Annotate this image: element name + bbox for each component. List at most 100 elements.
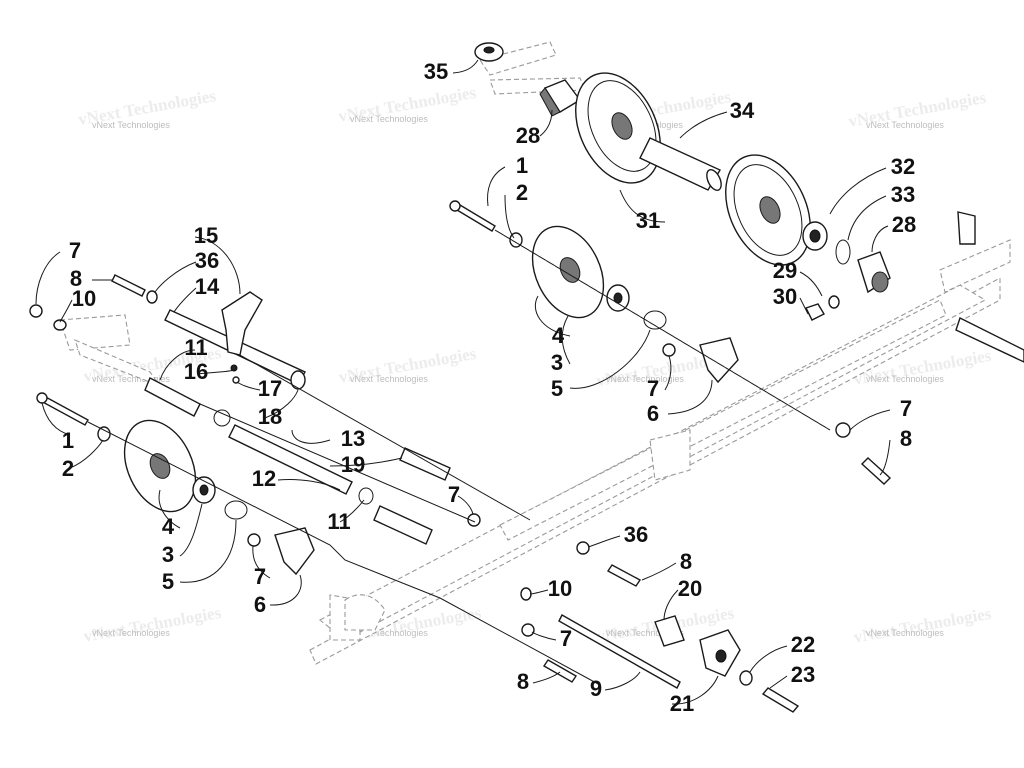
slide-rail-frame <box>59 41 1011 665</box>
watermark: vNext Technologies <box>350 628 428 638</box>
bolt-8-middle <box>606 564 642 587</box>
nut-7-lower <box>247 533 261 547</box>
washer-22 <box>739 670 753 686</box>
callout-18: 18 <box>258 404 282 429</box>
callout-8: 8 <box>517 669 529 694</box>
tube-11-lower <box>373 505 433 545</box>
watermark: vNext Technologies <box>606 628 684 638</box>
watermark: vNext Technologies <box>350 374 428 384</box>
nut-30 <box>805 303 825 321</box>
watermark-back: vNext Technologies <box>852 604 993 647</box>
callout-2: 2 <box>62 456 74 481</box>
watermark: vNext Technologies <box>92 628 170 638</box>
washer-10-left <box>53 319 67 331</box>
washer-29 <box>828 295 840 309</box>
callout-10: 10 <box>72 286 96 311</box>
tube-11-upper <box>144 377 201 417</box>
callout-7: 7 <box>560 626 572 651</box>
callout-numbers: 35 28 34 1 2 31 32 33 28 29 30 4 3 5 7 6… <box>62 59 916 716</box>
watermark: vNext Technologies <box>350 114 428 124</box>
callout-19: 19 <box>341 452 365 477</box>
callout-33: 33 <box>891 182 915 207</box>
callout-35: 35 <box>424 59 448 84</box>
watermark: vNext Technologies <box>866 628 944 638</box>
long-bolt-9 <box>558 614 681 689</box>
callout-23: 23 <box>791 662 815 687</box>
callout-3: 3 <box>162 542 174 567</box>
callout-4: 4 <box>162 514 175 539</box>
callout-16: 16 <box>184 359 208 384</box>
washer-2-lower <box>97 426 111 442</box>
callout-32: 32 <box>891 154 915 179</box>
callout-6: 6 <box>254 592 266 617</box>
nut-7-right <box>835 422 851 438</box>
callout-21: 21 <box>670 691 694 716</box>
callout-12: 12 <box>252 466 276 491</box>
rear-shaft <box>955 317 1024 363</box>
bushing-18 <box>290 370 306 390</box>
callout-13: 13 <box>341 426 365 451</box>
grease-fitting-16 <box>230 364 238 372</box>
callout-11: 11 <box>327 509 350 534</box>
bracket-top-right <box>957 211 976 245</box>
callout-7: 7 <box>69 238 81 263</box>
watermark: vNext Technologies <box>92 374 170 384</box>
nut-7-upper-small <box>662 343 676 357</box>
shaft-13 <box>228 424 353 495</box>
callout-1: 1 <box>62 428 74 453</box>
callout-28: 28 <box>892 212 916 237</box>
watermark: vNext Technologies <box>866 374 944 384</box>
callout-5: 5 <box>162 569 174 594</box>
callout-10: 10 <box>548 576 572 601</box>
callout-5: 5 <box>551 376 563 401</box>
callout-8: 8 <box>70 266 82 291</box>
callout-11: 11 <box>184 335 207 360</box>
callout-34: 34 <box>730 98 755 123</box>
spacer-20 <box>654 615 685 647</box>
nut-7-bottom <box>521 623 535 637</box>
callout-4: 4 <box>552 323 565 348</box>
bolt-23 <box>761 687 800 713</box>
callout-3: 3 <box>551 350 563 375</box>
callout-31: 31 <box>636 208 660 233</box>
watermark-back: vNext Technologies <box>82 603 223 646</box>
callout-8: 8 <box>680 549 692 574</box>
watermark: vNext Technologies <box>606 374 684 384</box>
callout-20: 20 <box>678 576 702 601</box>
arm-15 <box>221 291 263 356</box>
callout-22: 22 <box>791 632 815 657</box>
nut-7-left <box>29 304 43 318</box>
ring-12 <box>213 409 231 427</box>
callout-15: 15 <box>194 223 218 248</box>
axle-34 <box>639 137 722 191</box>
front-crossbar-assembly <box>29 274 800 713</box>
callout-8: 8 <box>900 426 912 451</box>
snap-ring-5-upper <box>643 310 667 330</box>
snap-ring-5-lower <box>224 500 248 520</box>
callout-36: 36 <box>624 522 648 547</box>
watermark: vNext Technologies <box>92 120 170 130</box>
fitting-17 <box>232 376 240 384</box>
callout-2: 2 <box>516 180 528 205</box>
adjuster-block-6-upper <box>699 337 739 384</box>
callout-7: 7 <box>647 376 659 401</box>
callout-7: 7 <box>254 564 266 589</box>
callout-6: 6 <box>647 401 659 426</box>
washer-10-lower <box>520 587 532 601</box>
callout-1: 1 <box>516 153 528 178</box>
washer-36-left <box>146 290 158 304</box>
leader-lines <box>35 59 891 705</box>
snap-ring-33 <box>835 239 851 265</box>
spacer-19 <box>399 447 451 481</box>
bolt-8-bottom <box>543 659 577 683</box>
callout-7: 7 <box>900 396 912 421</box>
callout-36: 36 <box>195 248 219 273</box>
callout-29: 29 <box>773 258 797 283</box>
washer-36-lower <box>576 541 590 555</box>
callout-28: 28 <box>516 123 540 148</box>
callout-30: 30 <box>773 284 797 309</box>
callout-17: 17 <box>258 376 282 401</box>
callout-14: 14 <box>195 274 220 299</box>
upper-idler-assembly <box>449 42 1024 485</box>
